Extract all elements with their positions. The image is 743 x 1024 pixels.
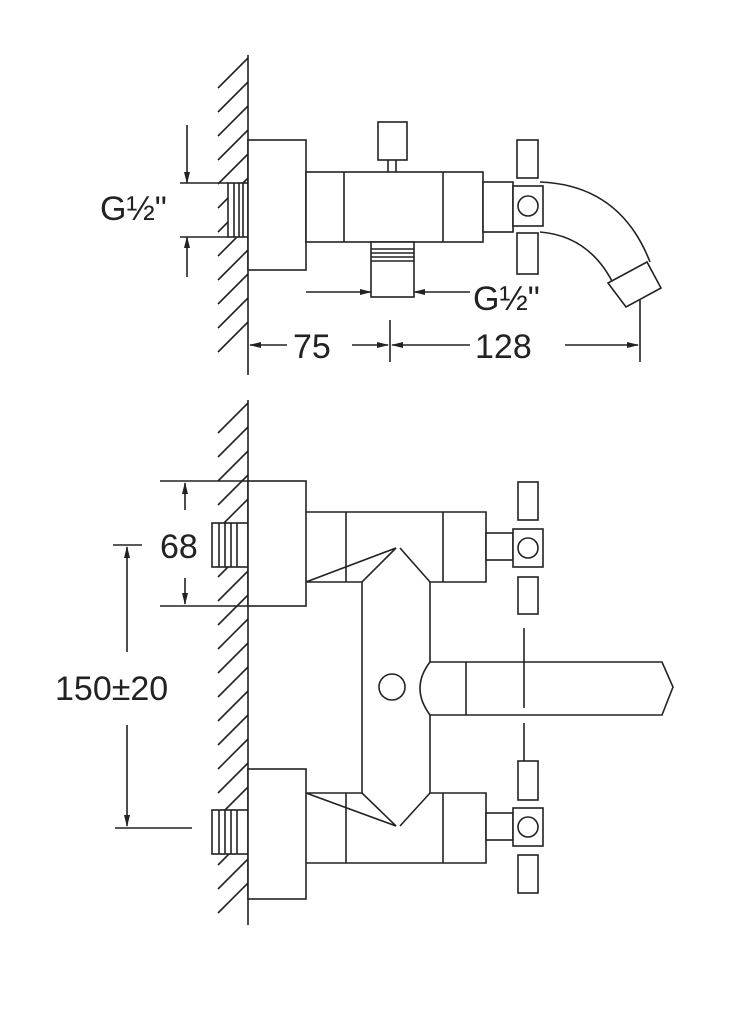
hatch-line [217,642,249,674]
hatch-line [217,450,249,482]
hatch-line [217,690,249,722]
hatch-line [217,570,249,602]
dimension-outlet-thread: G½" [306,280,540,318]
spout-lever [419,628,674,785]
front-view: 68 150±20 [55,400,674,925]
hatch-line [217,402,249,434]
outlet-thread-label: G½" [473,280,540,318]
hatch-line [217,474,249,506]
inlet-thread-lower [211,809,249,855]
top-view: G½" G½" 75 128 [100,55,663,375]
dimension-68: 68 [160,480,248,607]
hatch-line [217,858,249,890]
dimension-inlet-thread: G½" [100,125,228,277]
dim-75-label: 75 [293,328,331,366]
cross-handle-lower [485,760,544,894]
inlet-thread-top [227,182,249,238]
inlet-thread-upper [211,522,249,568]
hatch-line [217,762,249,794]
hatch-line [217,321,249,353]
hatch-line [217,153,249,185]
hatch-line [217,714,249,746]
inlet-thread-label: G½" [100,190,167,228]
hatch-line [217,882,249,914]
body-lower [305,792,487,864]
flange-upper [247,480,307,607]
hatch-line [217,57,249,89]
wall-flange-top [247,139,307,271]
dim-128-label: 128 [475,328,532,366]
spout [539,181,663,309]
dim-150-label: 150±20 [55,670,168,708]
flange-lower [247,768,307,900]
hatch-line [217,105,249,137]
hatch-line [217,249,249,281]
hatch-line [217,297,249,329]
hatch-line [217,666,249,698]
hatch-line [217,426,249,458]
diverter-button [378,673,406,701]
cross-handle-top [482,139,544,275]
dim-68-label: 68 [160,528,198,566]
cross-handle-upper [485,481,544,615]
diverter-knob [377,121,408,172]
shower-outlet [370,241,415,298]
hatch-line [217,129,249,161]
dimension-150: 150±20 [55,544,192,829]
hatch-line [217,81,249,113]
hatch-line [217,738,249,770]
body-upper [305,511,487,583]
mixer-body-top [305,171,484,243]
hatch-line [217,273,249,305]
hatch-line [217,618,249,650]
dimension-length: 75 128 [249,300,641,366]
hatch-line [217,594,249,626]
